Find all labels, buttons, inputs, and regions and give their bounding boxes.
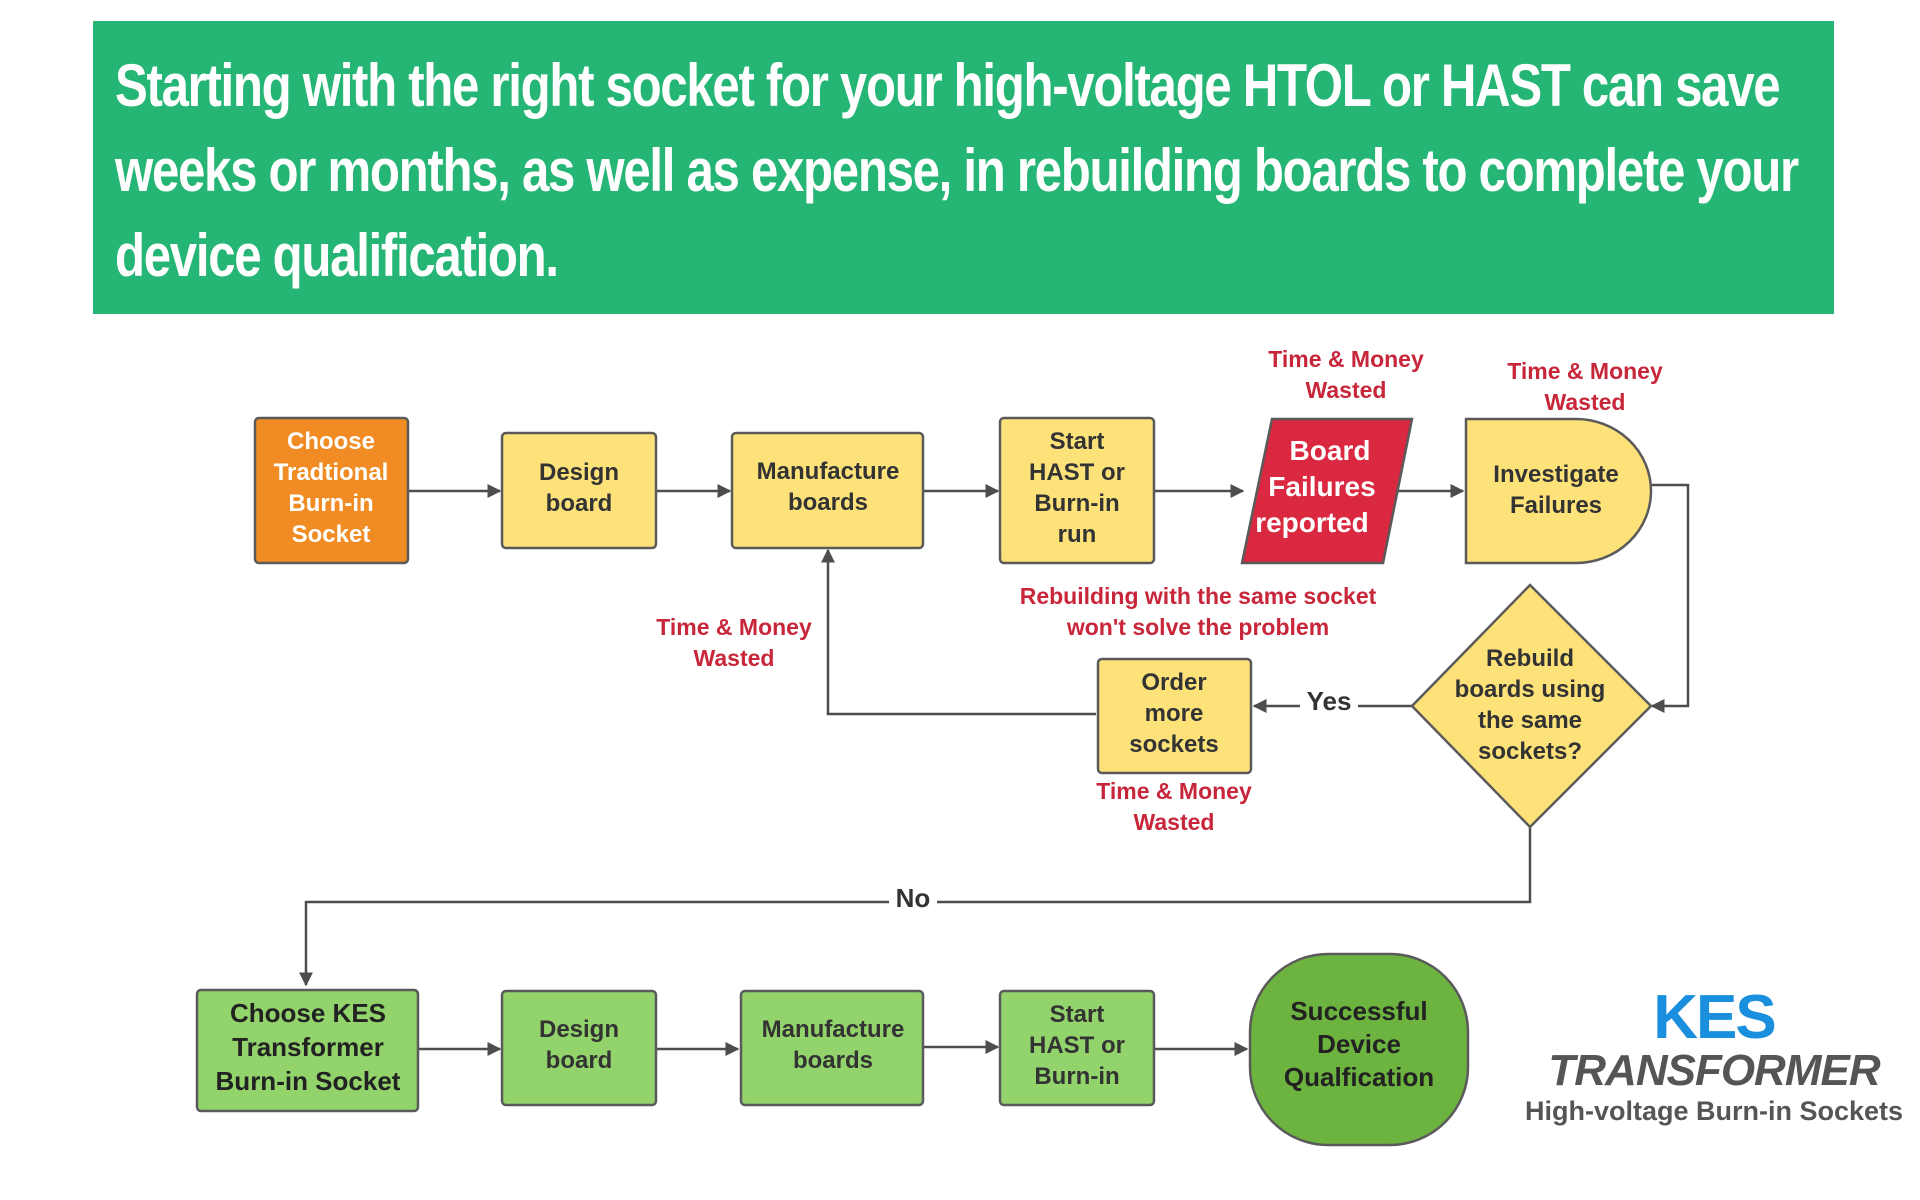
annotation-rebuilding-note: Rebuilding with the same socket won't so…	[1020, 583, 1377, 640]
node-label-line: run	[1058, 521, 1097, 548]
node-manufacture-boards: Manufacture boards	[730, 431, 925, 550]
headline-text: Starting with the right socket for your …	[115, 52, 1799, 289]
node-label-line: Investigate	[1493, 461, 1618, 488]
node-label-line: HAST or	[1029, 459, 1125, 486]
node-label-line: Qualfication	[1284, 1062, 1434, 1092]
kes-transformer-logo: KES TRANSFORMER High-voltage Burn-in Soc…	[1525, 983, 1903, 1126]
node-label-line: reported	[1255, 507, 1369, 538]
svg-text:Wasted: Wasted	[694, 645, 775, 671]
node-label-line: HAST or	[1029, 1032, 1125, 1059]
svg-text:Time & Money: Time & Money	[1096, 778, 1252, 804]
node-label-line: boards	[793, 1047, 873, 1074]
headline-banner: Starting with the right socket for your …	[93, 21, 1834, 314]
node-label-line: Device	[1317, 1029, 1401, 1059]
node-design-board: Design board	[500, 431, 658, 550]
annotation-time-money-investigate: Time & Money Wasted	[1507, 358, 1663, 415]
edge-label-yes: Yes	[1307, 686, 1352, 716]
svg-text:Wasted: Wasted	[1545, 389, 1626, 415]
node-label-line: Burn-in Socket	[216, 1066, 401, 1096]
edge-order-to-manufacture	[821, 548, 1096, 716]
annotation-time-money-failures: Time & Money Wasted	[1268, 346, 1424, 403]
node-label-line: Failures	[1510, 492, 1602, 519]
node-label-line: Burn-in	[1034, 490, 1119, 517]
edge-label-no: No	[896, 883, 931, 913]
node-label-line: the same	[1478, 707, 1582, 734]
svg-text:Time & Money: Time & Money	[656, 614, 812, 640]
node-label-line: Board	[1290, 435, 1371, 466]
svg-text:Wasted: Wasted	[1134, 809, 1215, 835]
node-label-line: Order	[1141, 669, 1206, 696]
node-label-line: Tradtional	[274, 459, 389, 486]
svg-text:Rebuilding with the same socke: Rebuilding with the same socket	[1020, 583, 1377, 609]
node-label-line: Start	[1050, 1001, 1105, 1028]
node-label-line: Transformer	[232, 1032, 384, 1062]
node-board-failures-reported: Board Failures reported	[1240, 417, 1414, 565]
node-label-line: Manufacture	[762, 1016, 905, 1043]
node-choose-traditional-socket: Choose Tradtional Burn-in Socket	[253, 416, 410, 565]
node-label-line: Design	[539, 459, 619, 486]
svg-text:won't solve the problem: won't solve the problem	[1066, 614, 1329, 640]
node-investigate-failures: Investigate Failures	[1464, 417, 1653, 565]
node-label-line: Choose KES	[230, 998, 386, 1028]
node-label-line: Burn-in	[288, 490, 373, 517]
node-label-line: Design	[539, 1016, 619, 1043]
node-order-more-sockets: Order more sockets	[1096, 657, 1253, 775]
node-design-board-kes: Design board	[500, 989, 658, 1107]
node-label-line: sockets	[1129, 731, 1218, 758]
logo-tagline: High-voltage Burn-in Sockets	[1525, 1096, 1903, 1126]
node-manufacture-boards-kes: Manufacture boards	[739, 989, 925, 1107]
node-label-line: Burn-in	[1034, 1063, 1119, 1090]
node-successful-qualification: Successful Device Qualfication	[1248, 952, 1470, 1147]
annotation-time-money-order: Time & Money Wasted	[1096, 778, 1252, 835]
svg-text:Time & Money: Time & Money	[1507, 358, 1663, 384]
node-label-line: boards	[788, 489, 868, 516]
node-label-line: Successful	[1290, 996, 1427, 1026]
node-label-line: Choose	[287, 428, 375, 455]
annotation-time-money-manufacture: Time & Money Wasted	[656, 614, 812, 671]
logo-brand: KES	[1653, 983, 1774, 1052]
logo-product: TRANSFORMER	[1548, 1046, 1880, 1095]
node-label-line: Manufacture	[757, 458, 900, 485]
node-label-line: boards using	[1455, 676, 1606, 703]
node-start-hast-kes: Start HAST or Burn-in	[998, 989, 1156, 1107]
node-label-line: board	[546, 1047, 613, 1074]
node-label-line: Rebuild	[1486, 645, 1574, 672]
node-label-line: Socket	[292, 521, 371, 548]
svg-text:Wasted: Wasted	[1306, 377, 1387, 403]
node-label-line: sockets?	[1478, 738, 1582, 765]
node-label-line: Start	[1050, 428, 1105, 455]
node-label-line: more	[1145, 700, 1204, 727]
node-label-line: Failures	[1268, 471, 1375, 502]
edge-investigate-to-decision	[1650, 483, 1690, 713]
node-start-hast-run: Start HAST or Burn-in run	[998, 416, 1156, 565]
node-choose-kes-socket: Choose KES Transformer Burn-in Socket	[195, 988, 420, 1113]
node-label-line: board	[546, 490, 613, 517]
svg-text:Time & Money: Time & Money	[1268, 346, 1424, 372]
node-rebuild-decision: Rebuild boards using the same sockets?	[1410, 583, 1653, 829]
